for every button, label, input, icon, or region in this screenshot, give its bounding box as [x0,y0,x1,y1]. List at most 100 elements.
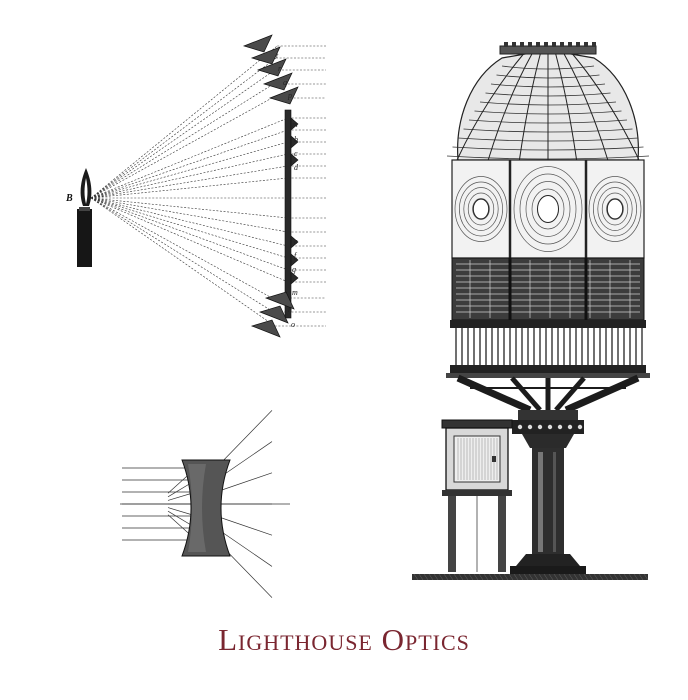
light-ray [90,197,289,219]
prism-label-r: r [278,64,282,73]
floor-hatch [503,573,509,581]
light-ray [90,57,277,199]
dome-crown-tooth [504,42,508,47]
bullseye-center [472,198,490,220]
prism-label-n: n [288,305,292,314]
light-ray [90,197,289,283]
lens-label-c: c [294,149,298,158]
floor-hatch [493,573,499,581]
light-ray [90,197,275,327]
dome-crown-tooth [568,42,572,47]
light-ray [90,165,289,199]
dome-crown-tooth [520,42,524,47]
floor-hatch [578,573,584,581]
bullseye-ring [472,198,490,220]
dome-rib [563,53,609,161]
lamp-source [77,168,92,267]
floor-hatch [563,573,569,581]
light-ray [90,141,289,199]
floor [412,573,649,581]
floor-hatch [498,573,504,581]
dome-rib [572,53,640,161]
light-ray [90,153,289,199]
floor-hatch [453,573,459,581]
dome-crown-tooth [528,42,532,47]
plate-title: Lighthouse Optics [218,622,470,657]
bullseye-ring [467,192,495,226]
pedestal-boss [537,424,543,430]
lens-label-e: e [294,237,298,246]
floor-hatch [608,573,614,581]
floor-hatch [488,573,494,581]
floor-hatch [613,573,619,581]
gallery-rail [446,320,650,378]
lens-label-m: m [292,120,298,129]
floor-hatch [423,573,429,581]
floor-hatch [448,573,454,581]
bullseye-center [537,195,559,223]
dome-crown-tooth [536,42,540,47]
light-ray [90,197,289,271]
prism-label-t: t [276,51,279,60]
prism-label-q: q [283,78,287,87]
reflecting-prism [242,34,273,53]
light-ray [90,83,274,199]
lighthouse-lens-apparatus [412,42,650,581]
diverging-ray [215,472,273,493]
pedestal-boss [557,424,563,430]
floor-hatch [518,573,524,581]
floor-hatch [438,573,444,581]
floor-hatch [573,573,579,581]
bullseye-ring [454,176,508,242]
floor-hatch [588,573,594,581]
bullseye-ring [601,192,629,226]
bullseye-ring [531,188,565,230]
bullseye-ring [525,181,571,237]
reflecting-prism [264,291,295,310]
floor-hatch [633,573,639,581]
floor-hatch [483,573,489,581]
dome-rib [487,53,533,161]
reflecting-prism [268,86,299,105]
floor-hatch [508,573,514,581]
diverging-ray [215,515,273,536]
lens-label-f: f [294,251,298,260]
concave-lens-diagram [120,410,290,598]
floor-hatch [553,573,559,581]
prism-label-o: o [291,320,295,329]
reflecting-prisms [242,34,299,338]
diverging-ray [215,410,273,469]
pedestal-boss [577,424,583,430]
reflecting-prism [258,305,289,324]
bullseye-ring [597,187,633,231]
floor-hatch [558,573,564,581]
bullseye-ring [606,198,624,220]
reflecting-prism [250,46,281,65]
reflecting-prism [256,58,287,77]
dome-crown-tooth [512,42,516,47]
light-ray [90,197,289,233]
floor-hatch [443,573,449,581]
dome-crown-tooth [592,42,596,47]
floor-hatch [468,573,474,581]
floor-hatch [473,573,479,581]
light-ray [90,177,289,199]
floor-hatch [418,573,424,581]
reflecting-prism [250,319,281,338]
bullseye-ring [588,176,642,242]
reflecting-prism [262,72,293,91]
dome-crown-tooth [560,42,564,47]
floor-hatch [463,573,469,581]
floor-hatch [643,573,649,581]
bullseye-ring [459,181,503,237]
light-ray [90,197,289,259]
support-frame [456,374,640,414]
bullseye-lens-panels [451,159,645,259]
floor-hatch [428,573,434,581]
lower-prism-belt [451,257,645,321]
light-ray [90,197,274,313]
dome-rib [518,53,541,161]
floor-hatch [513,573,519,581]
lens-dome [446,42,650,161]
